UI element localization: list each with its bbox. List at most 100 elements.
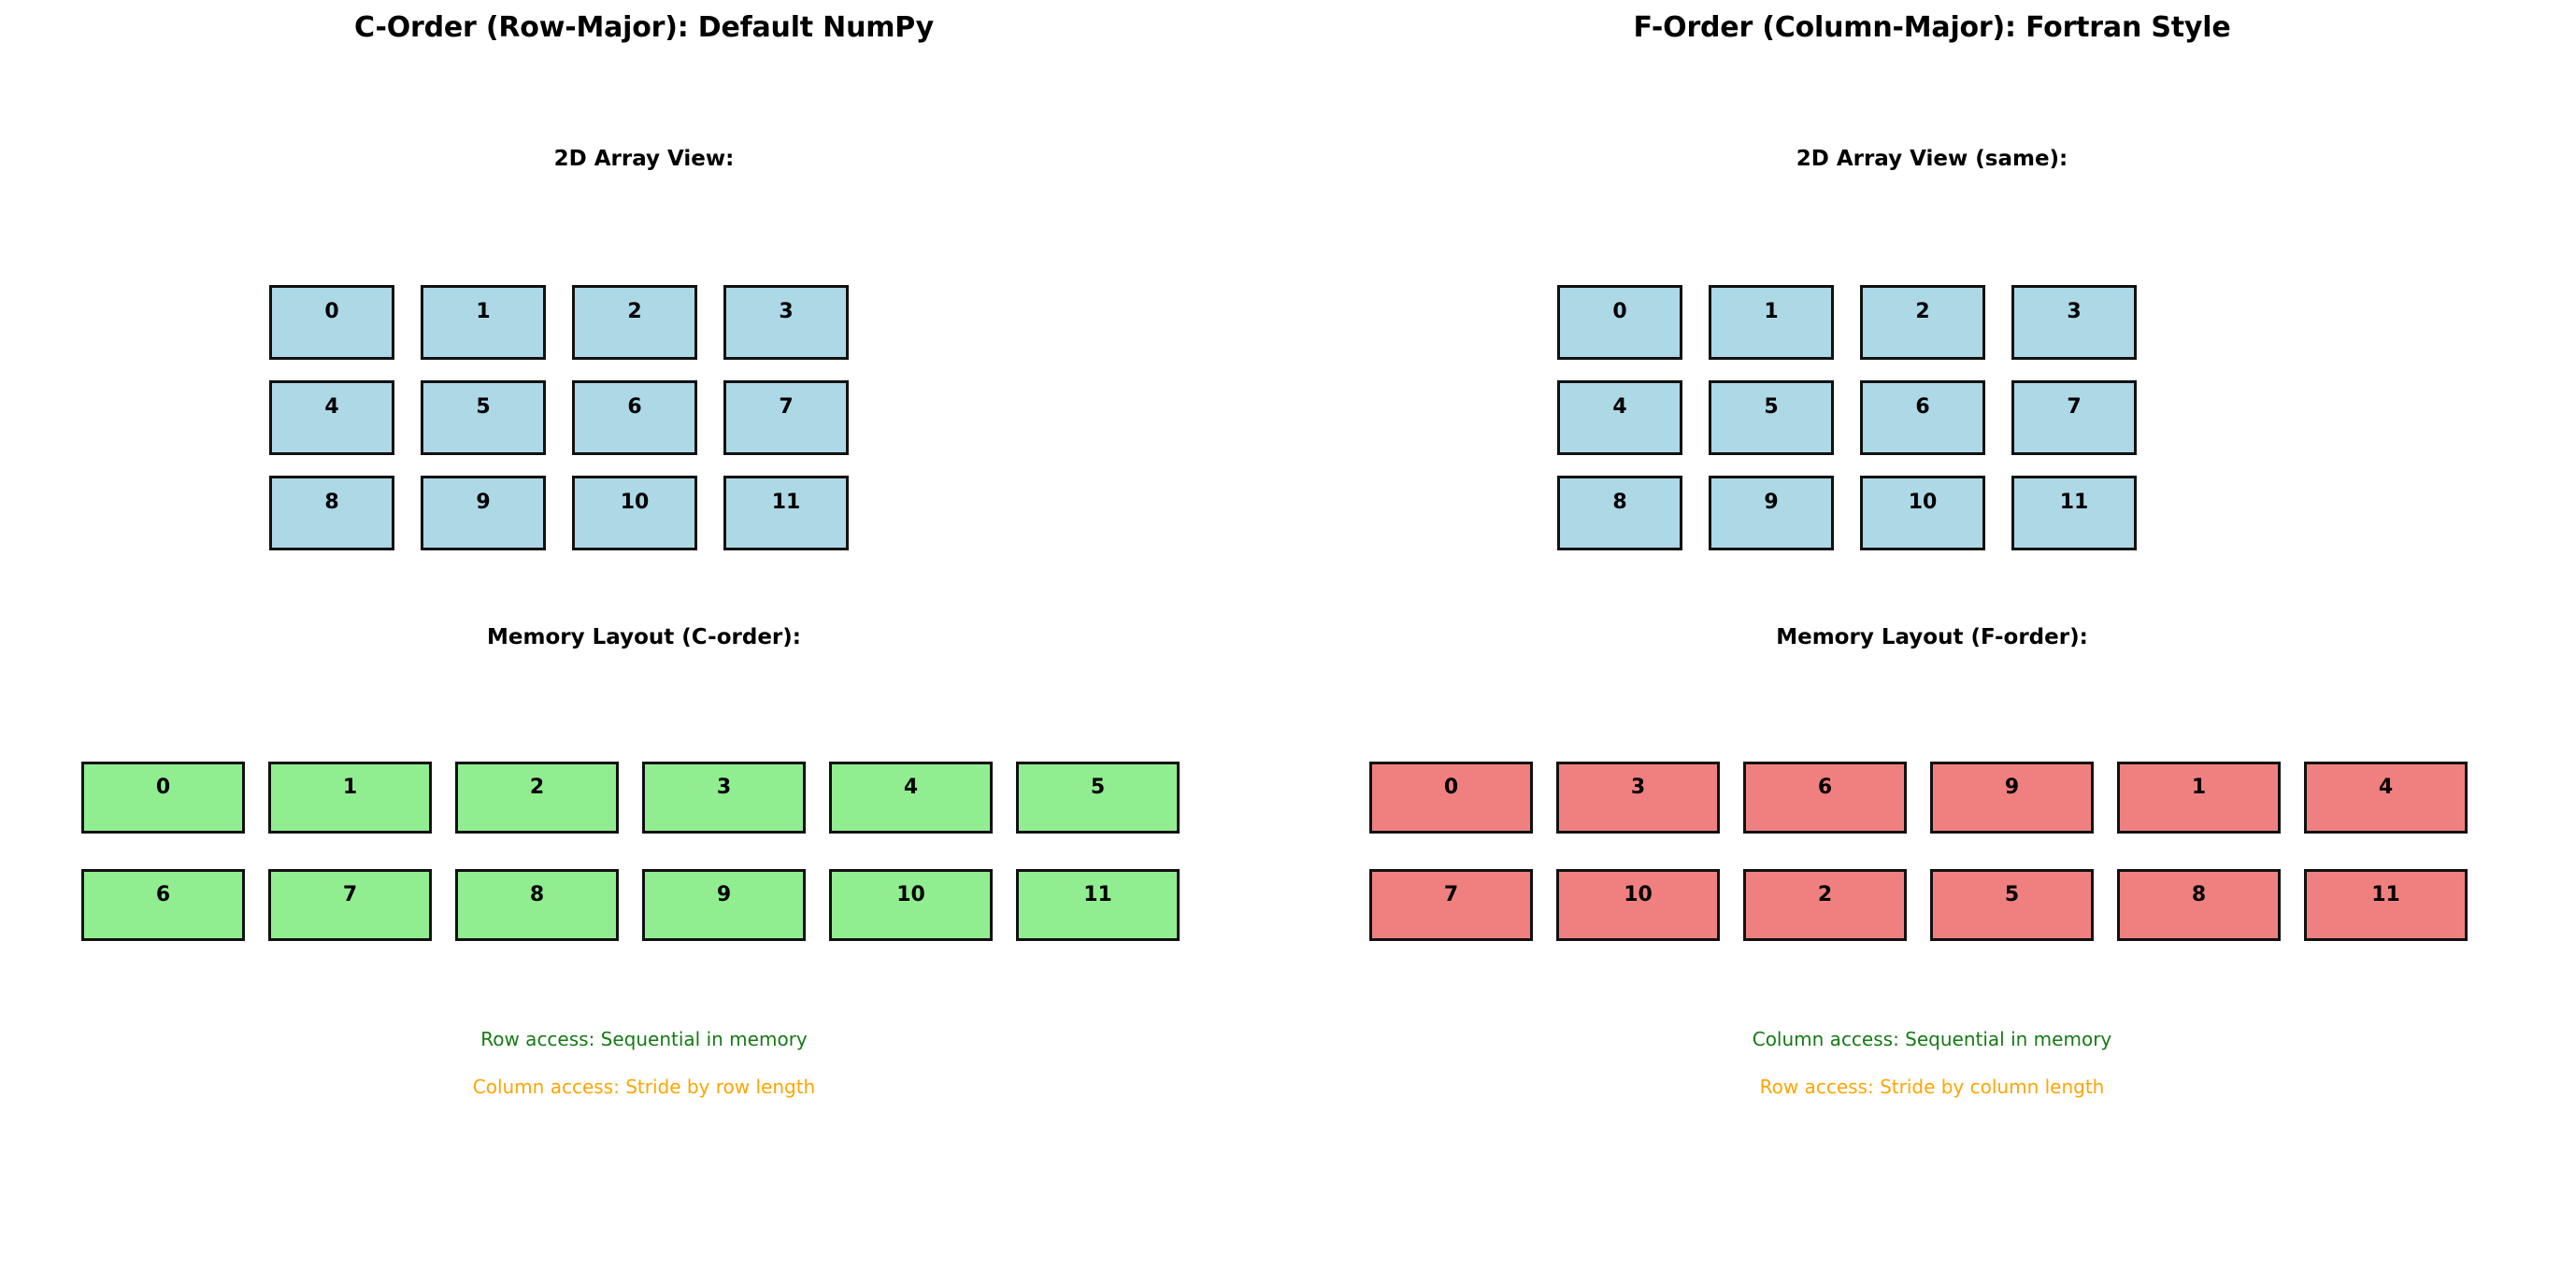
array-cell: 6 [1860, 380, 1985, 455]
memory-cell: 0 [1369, 762, 1533, 834]
cell-value: 1 [476, 300, 491, 323]
cell-value: 2 [627, 300, 642, 323]
c-order-panel-title: C-Order (Row-Major): Default NumPy [353, 11, 935, 44]
c-order-panel: C-Order (Row-Major): Default NumPy 2D Ar… [81, 11, 1180, 1098]
array-cell: 3 [723, 285, 849, 360]
array-cell: 4 [269, 380, 394, 455]
memory-cell: 6 [81, 869, 245, 941]
array-cell: 9 [1709, 476, 1834, 550]
array-cell: 3 [2011, 285, 2137, 360]
cell-value: 8 [1612, 491, 1627, 514]
array-cell: 11 [2011, 476, 2137, 550]
memory-cell: 1 [268, 762, 432, 834]
f-order-memory-layout-label: Memory Layout (F-order): [1776, 625, 2088, 649]
cell-value: 10 [1908, 491, 1938, 514]
c-order-memory-layout-label: Memory Layout (C-order): [487, 625, 801, 649]
cell-value: 7 [779, 395, 794, 419]
c-order-sequential-note: Row access: Sequential in memory [480, 1028, 808, 1050]
memory-cell: 3 [642, 762, 806, 834]
cell-value: 11 [771, 491, 801, 514]
cell-value: 2 [1817, 883, 1833, 906]
array-cell: 4 [1557, 380, 1682, 455]
memory-cell: 8 [2117, 869, 2281, 941]
f-order-panel: F-Order (Column-Major): Fortran Style 2D… [1288, 0, 2576, 1269]
array-cell: 10 [572, 476, 697, 550]
array-cell: 9 [421, 476, 546, 550]
cell-value: 7 [342, 883, 358, 906]
cell-value: 3 [716, 776, 732, 799]
array-cell: 5 [1709, 380, 1834, 455]
cell-value: 9 [1764, 491, 1779, 514]
memory-cell: 5 [1016, 762, 1180, 834]
memory-cell: 9 [642, 869, 806, 941]
array-cell: 10 [1860, 476, 1985, 550]
memory-cell: 10 [829, 869, 993, 941]
cell-value: 8 [2191, 883, 2207, 906]
cell-value: 1 [2191, 776, 2207, 799]
cell-value: 2 [1915, 300, 1930, 323]
cell-value: 2 [529, 776, 545, 799]
cell-value: 5 [1764, 395, 1779, 419]
cell-value: 5 [476, 395, 491, 419]
array-cell: 0 [269, 285, 394, 360]
cell-value: 11 [2371, 883, 2400, 906]
cell-value: 3 [1630, 776, 1646, 799]
cell-value: 0 [1443, 776, 1459, 799]
cell-value: 6 [1915, 395, 1930, 419]
cell-value: 11 [1083, 883, 1112, 906]
cell-value: 4 [2378, 776, 2394, 799]
cell-value: 10 [620, 491, 650, 514]
f-order-stride-note: Row access: Stride by column length [1759, 1076, 2105, 1098]
memory-cell: 4 [2304, 762, 2468, 834]
cell-value: 0 [324, 300, 339, 323]
memory-cell: 11 [2304, 869, 2468, 941]
memory-cell: 10 [1556, 869, 1720, 941]
cell-value: 1 [342, 776, 358, 799]
cell-value: 0 [155, 776, 171, 799]
f-order-panel-title: F-Order (Column-Major): Fortran Style [1633, 11, 2231, 44]
cell-value: 10 [896, 883, 925, 906]
cell-value: 11 [2059, 491, 2089, 514]
memory-cell: 7 [1369, 869, 1533, 941]
cell-value: 7 [2067, 395, 2082, 419]
array-cell: 0 [1557, 285, 1682, 360]
array-cell: 7 [723, 380, 849, 455]
memory-cell: 9 [1930, 762, 2094, 834]
memory-cell: 5 [1930, 869, 2094, 941]
memory-cell: 6 [1743, 762, 1907, 834]
cell-value: 8 [529, 883, 545, 906]
f-order-sequential-note: Column access: Sequential in memory [1752, 1028, 2112, 1050]
array-cell: 7 [2011, 380, 2137, 455]
cell-value: 9 [476, 491, 491, 514]
memory-cell: 7 [268, 869, 432, 941]
c-order-array-view-label: 2D Array View: [553, 147, 735, 171]
cell-value: 1 [1764, 300, 1779, 323]
cell-value: 8 [324, 491, 339, 514]
memory-cell: 2 [1743, 869, 1907, 941]
memory-cell: 1 [2117, 762, 2281, 834]
array-cell: 11 [723, 476, 849, 550]
cell-value: 10 [1624, 883, 1653, 906]
array-cell: 8 [269, 476, 394, 550]
cell-value: 4 [324, 395, 339, 419]
cell-value: 0 [1612, 300, 1627, 323]
array-cell: 5 [421, 380, 546, 455]
array-cell: 2 [572, 285, 697, 360]
memory-cell: 8 [455, 869, 619, 941]
memory-cell: 3 [1556, 762, 1720, 834]
cell-value: 4 [1612, 395, 1627, 419]
cell-value: 9 [716, 883, 732, 906]
array-cell: 6 [572, 380, 697, 455]
memory-cell: 0 [81, 762, 245, 834]
cell-value: 3 [779, 300, 794, 323]
array-cell: 1 [1709, 285, 1834, 360]
cell-value: 6 [155, 883, 171, 906]
cell-value: 6 [627, 395, 642, 419]
memory-cell: 11 [1016, 869, 1180, 941]
memory-cell: 2 [455, 762, 619, 834]
cell-value: 6 [1817, 776, 1833, 799]
cell-value: 9 [2004, 776, 2020, 799]
array-cell: 2 [1860, 285, 1985, 360]
cell-value: 7 [1443, 883, 1459, 906]
array-cell: 8 [1557, 476, 1682, 550]
